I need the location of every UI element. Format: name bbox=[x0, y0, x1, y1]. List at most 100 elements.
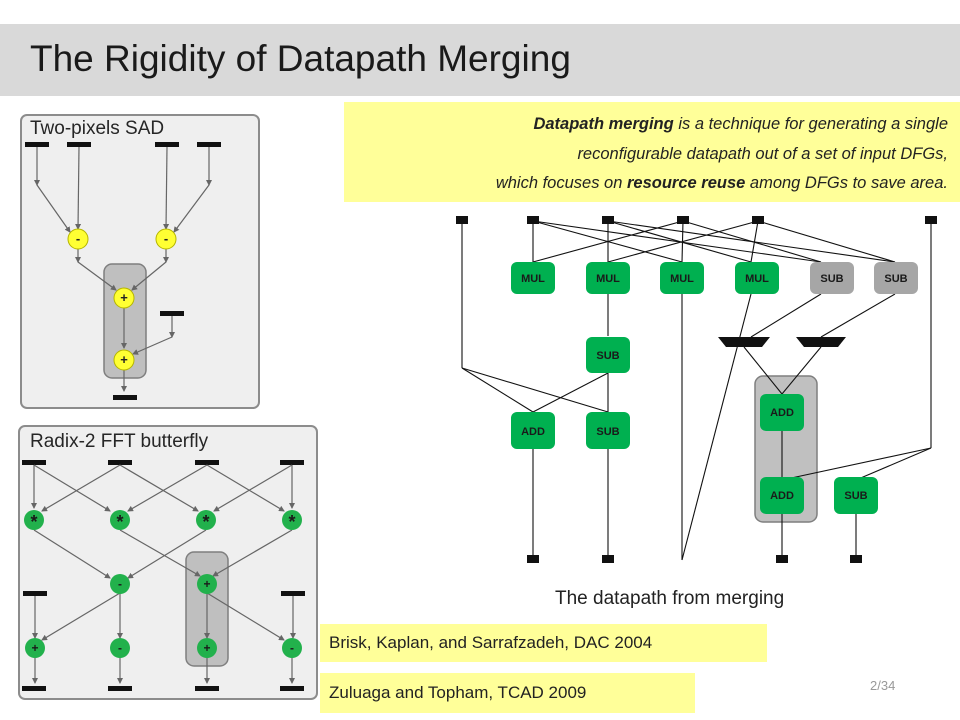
fft-sub-label: - bbox=[290, 641, 294, 655]
fft-mul-label: * bbox=[202, 512, 209, 532]
fft-mul-node bbox=[196, 510, 216, 530]
sad-diagram: - - + + bbox=[25, 142, 221, 400]
fft-output-port bbox=[195, 686, 219, 691]
merged-input-port bbox=[752, 216, 764, 224]
merged-mul-node bbox=[586, 262, 630, 294]
fft-panel bbox=[18, 425, 318, 700]
merged-sub-node-inactive bbox=[874, 262, 918, 294]
callout-line-3-post: among DFGs to save area. bbox=[745, 174, 948, 192]
merged-op-label: SUB bbox=[820, 273, 843, 285]
fft-input-port bbox=[195, 460, 219, 465]
fft-add-node bbox=[197, 638, 217, 658]
merged-input-port bbox=[456, 216, 468, 224]
merged-mul-node bbox=[511, 262, 555, 294]
fft-input-port bbox=[281, 591, 305, 596]
merged-op-label: SUB bbox=[844, 490, 867, 502]
merged-output-port bbox=[776, 555, 788, 563]
fft-input-port bbox=[280, 460, 304, 465]
fft-panel-title: Radix-2 FFT butterfly bbox=[30, 431, 209, 452]
fft-sub-node bbox=[110, 638, 130, 658]
page-number: 2/34 bbox=[870, 678, 896, 693]
merged-input-port bbox=[925, 216, 937, 224]
sad-add-label: + bbox=[120, 352, 128, 367]
merged-multiplexer bbox=[796, 337, 846, 347]
sad-add-node bbox=[113, 349, 135, 371]
fft-add-label: + bbox=[31, 641, 38, 655]
merged-op-label: SUB bbox=[596, 350, 619, 362]
merged-op-label: MUL bbox=[521, 273, 545, 285]
fft-input-port bbox=[22, 460, 46, 465]
merged-input-port bbox=[677, 216, 689, 224]
callout-term-datapath-merging: Datapath merging bbox=[533, 115, 674, 133]
merged-op-label: ADD bbox=[770, 490, 794, 502]
sad-input-port bbox=[67, 142, 91, 147]
merged-sub-node-inactive bbox=[810, 262, 854, 294]
fft-mul-label: * bbox=[30, 512, 37, 532]
merged-op-label: MUL bbox=[745, 273, 769, 285]
merged-sub-node bbox=[586, 337, 630, 373]
sad-panel-title: Two-pixels SAD bbox=[30, 118, 165, 139]
fft-add-node bbox=[25, 638, 45, 658]
fft-mul-node bbox=[282, 510, 302, 530]
merged-op-label: MUL bbox=[596, 273, 620, 285]
merged-input-port bbox=[527, 216, 539, 224]
fft-output-port bbox=[280, 686, 304, 691]
merged-op-label: MUL bbox=[670, 273, 694, 285]
title-bar bbox=[0, 24, 960, 96]
merged-op-label: SUB bbox=[884, 273, 907, 285]
fft-output-port bbox=[22, 686, 46, 691]
fft-mul-label: * bbox=[288, 512, 295, 532]
sad-input-port bbox=[197, 142, 221, 147]
citation-zuluaga: Zuluaga and Topham, TCAD 2009 bbox=[320, 673, 695, 713]
sad-add-label: + bbox=[120, 290, 128, 305]
sad-input-port bbox=[155, 142, 179, 147]
merged-op-label: ADD bbox=[521, 426, 545, 438]
slide-title: The Rigidity of Datapath Merging bbox=[30, 38, 571, 79]
fft-sub-node bbox=[110, 574, 130, 594]
sad-sub-node bbox=[67, 228, 89, 250]
sad-input-port bbox=[25, 142, 49, 147]
callout-line-3: which focuses on resource reuse among DF… bbox=[496, 174, 948, 193]
fft-add-label: + bbox=[203, 641, 210, 655]
callout-line-3-pre: which focuses on bbox=[495, 174, 627, 192]
merged-add-node bbox=[760, 394, 804, 431]
merged-output-port bbox=[602, 555, 614, 563]
sad-add-node bbox=[113, 287, 135, 309]
definition-callout bbox=[344, 102, 960, 202]
merged-add-node bbox=[511, 412, 555, 449]
fft-output-port bbox=[108, 686, 132, 691]
callout-line-1-text: is a technique for generating a single bbox=[673, 115, 948, 133]
merged-datapath-diagram: MUL MUL MUL MUL SUB SUB SUB ADD SUB ADD … bbox=[456, 216, 937, 563]
fft-sub-node bbox=[282, 638, 302, 658]
citation-brisk: Brisk, Kaplan, and Sarrafzadeh, DAC 2004 bbox=[320, 624, 767, 662]
merged-op-label: SUB bbox=[596, 426, 619, 438]
merged-input-port bbox=[602, 216, 614, 224]
fft-mul-node bbox=[110, 510, 130, 530]
merged-output-port bbox=[527, 555, 539, 563]
sad-sub-label: - bbox=[76, 231, 80, 246]
merged-add-node bbox=[760, 477, 804, 514]
merged-op-label: ADD bbox=[770, 407, 794, 419]
fft-input-port bbox=[23, 591, 47, 596]
fft-sub-label: - bbox=[118, 641, 122, 655]
merged-sub-node bbox=[586, 412, 630, 449]
sad-output-port bbox=[113, 395, 137, 400]
sad-input-port bbox=[160, 311, 184, 316]
callout-term-resource-reuse: resource reuse bbox=[626, 174, 746, 192]
merged-mul-node bbox=[660, 262, 704, 294]
fft-diagram: * * * * - + + - + - bbox=[22, 460, 305, 691]
fft-mul-label: * bbox=[116, 512, 123, 532]
fft-sub-label: - bbox=[118, 577, 122, 591]
datapath-caption: The datapath from merging bbox=[555, 588, 785, 609]
sad-sub-node bbox=[155, 228, 177, 250]
merged-mul-node bbox=[735, 262, 779, 294]
fft-add-label: + bbox=[203, 577, 210, 591]
fft-add-node bbox=[197, 574, 217, 594]
fft-mul-node bbox=[24, 510, 44, 530]
merged-output-port bbox=[850, 555, 862, 563]
callout-line-2: reconfigurable datapath out of a set of … bbox=[577, 145, 948, 163]
callout-line-1: Datapath merging is a technique for gene… bbox=[533, 115, 948, 134]
sad-sub-label: - bbox=[164, 231, 168, 246]
merged-multiplexer bbox=[718, 337, 770, 347]
fft-input-port bbox=[108, 460, 132, 465]
